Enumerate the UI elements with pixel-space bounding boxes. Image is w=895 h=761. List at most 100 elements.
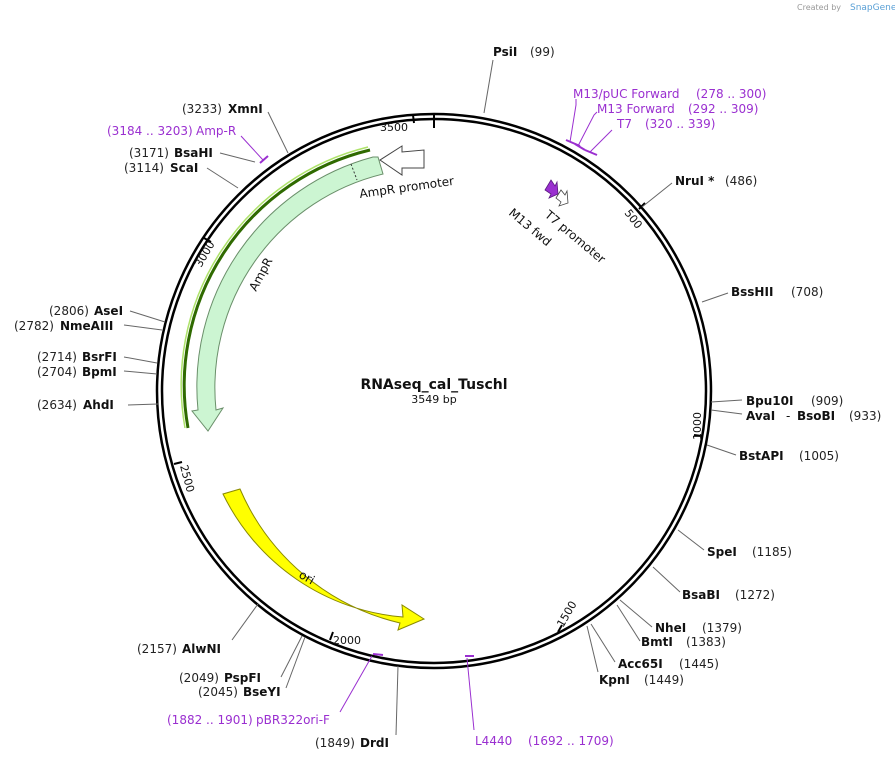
t7-promoter-arrow: [555, 189, 569, 207]
primer-mark-m13fwd: [574, 143, 586, 151]
site-name-scai: ScaI: [170, 161, 198, 175]
site-pos-asei: (2806): [49, 304, 89, 318]
site-pos-aval: (933): [849, 409, 881, 423]
tick-1000: [693, 434, 703, 437]
site-name-ahdi: AhdI: [83, 398, 114, 412]
site-pos-acc65i: (1445): [679, 657, 719, 671]
m13-fwd-arrow: [544, 179, 559, 199]
credit-text: Created by: [797, 3, 841, 12]
primer-labels: M13/pUC Forward (278 .. 300) M13 Forward…: [107, 87, 766, 748]
leader-bsabi: [652, 566, 681, 593]
ampr-feature-highlight-inner: [180, 146, 369, 429]
leader-spei: [677, 529, 705, 551]
site-pos-bstapi: (1005): [799, 449, 839, 463]
site-name-xmni: XmnI: [228, 102, 263, 116]
leader-nhei: [619, 599, 653, 628]
leader-bstapi: [706, 444, 737, 456]
site-pos-bsabi: (1272): [735, 588, 775, 602]
site-name-bsrfi: BsrFI: [82, 350, 117, 364]
tick-3500: [412, 114, 415, 124]
feature-label-ori: ori: [297, 567, 318, 587]
site-name-bsahi: BsaHI: [174, 146, 213, 160]
site-name-kpni: KpnI: [599, 673, 630, 687]
tick-label-3000: 3000: [192, 239, 217, 270]
site-pos-drdi: (1849): [315, 736, 355, 750]
primer-pos-m13puc: (278 .. 300): [696, 87, 766, 101]
plasmid-size: 3549 bp: [411, 393, 456, 406]
primer-pos-m13fwd: (292 .. 309): [688, 102, 758, 116]
ampr-feature-divider: [350, 163, 358, 181]
leader-pspfi: [280, 635, 303, 678]
leader-bmti: [616, 604, 641, 642]
ampr-feature-arrow: [191, 156, 384, 432]
leader-pbr322: [339, 655, 373, 713]
site-pos-spei: (1185): [752, 545, 792, 559]
site-pos-bsrfi: (2714): [37, 350, 77, 364]
tick-label-1000: 1000: [691, 412, 704, 440]
leader-bsshii: [701, 292, 729, 303]
leader-nrui: [641, 182, 673, 208]
tick-label-1500: 1500: [554, 599, 579, 630]
ori-feature-arrow: [222, 488, 426, 631]
site-leaders: [123, 59, 743, 736]
site-name-acc65i: Acc65I: [618, 657, 663, 671]
snapgene-brand: SnapGene: [850, 3, 895, 13]
ampr-feature-highlight: [182, 148, 371, 429]
site-name-bstapi: BstAPI: [739, 449, 784, 463]
site-name-pspfi: PspFI: [224, 671, 261, 685]
site-labels: PsiI (99) NruI * (486) BssHII (708) Bpu1…: [14, 45, 881, 750]
ampr-promoter-arrow: [379, 145, 425, 176]
leader-acc65i: [590, 623, 616, 663]
leader-bseyi: [285, 636, 306, 689]
leader-t7: [589, 129, 613, 153]
site-name-psii: PsiI: [493, 45, 517, 59]
site-name-nrui: NruI *: [675, 174, 715, 188]
primer-pos-t7: (320 .. 339): [645, 117, 715, 131]
site-name-bsobi: BsoBI: [797, 409, 835, 423]
primer-name-pbr322: pBR322ori-F: [256, 713, 330, 727]
site-name-nhei: NheI: [655, 621, 686, 635]
site-name-aval: AvaI: [746, 409, 775, 423]
site-name-bpu10i: Bpu10I: [746, 394, 793, 408]
site-pos-bseyi: (2045): [198, 685, 238, 699]
site-name-drdi: DrdI: [360, 736, 389, 750]
primer-name-t7: T7: [616, 117, 632, 131]
leader-alwni: [231, 603, 259, 641]
tick-2500: [173, 461, 183, 465]
leader-ahdi: [127, 403, 159, 406]
site-sep-aval: -: [786, 409, 790, 423]
tick-500: [638, 202, 646, 210]
leader-bpmi: [123, 370, 158, 375]
site-name-bsshii: BssHII: [731, 285, 773, 299]
site-name-spei: SpeI: [707, 545, 737, 559]
leader-xmni: [267, 111, 289, 154]
site-pos-alwni: (2157): [137, 642, 177, 656]
leader-bsrfi: [123, 356, 158, 364]
leader-m13puc: [569, 99, 577, 143]
primer-pos-l4440: (1692 .. 1709): [528, 734, 614, 748]
primer-name-l4440: L4440: [475, 734, 512, 748]
tick-3000: [203, 237, 212, 243]
leader-psii: [483, 59, 494, 114]
site-pos-bpmi: (2704): [37, 365, 77, 379]
tick-label-500: 500: [622, 207, 645, 232]
site-name-bmti: BmtI: [641, 635, 673, 649]
leader-bsahi: [219, 152, 256, 163]
leader-nmeaiii: [123, 324, 163, 331]
site-pos-xmni: (3233): [182, 102, 222, 116]
site-pos-nrui: (486): [725, 174, 757, 188]
site-pos-ahdi: (2634): [37, 398, 77, 412]
primer-name-ampr: Amp-R: [196, 124, 236, 138]
tick-2000: [329, 631, 334, 641]
site-pos-kpni: (1449): [644, 673, 684, 687]
site-name-asei: AseI: [94, 304, 123, 318]
primer-pos-pbr322: (1882 .. 1901): [167, 713, 253, 727]
site-pos-bsshii: (708): [791, 285, 823, 299]
leader-m13fwd: [577, 111, 598, 147]
site-pos-bpu10i: (909): [811, 394, 843, 408]
site-pos-nhei: (1379): [702, 621, 742, 635]
feature-label-ampr-promoter: AmpR promoter: [358, 174, 454, 201]
primer-pos-ampr: (3184 .. 3203): [107, 124, 193, 138]
leader-bpu10i: [710, 399, 743, 403]
